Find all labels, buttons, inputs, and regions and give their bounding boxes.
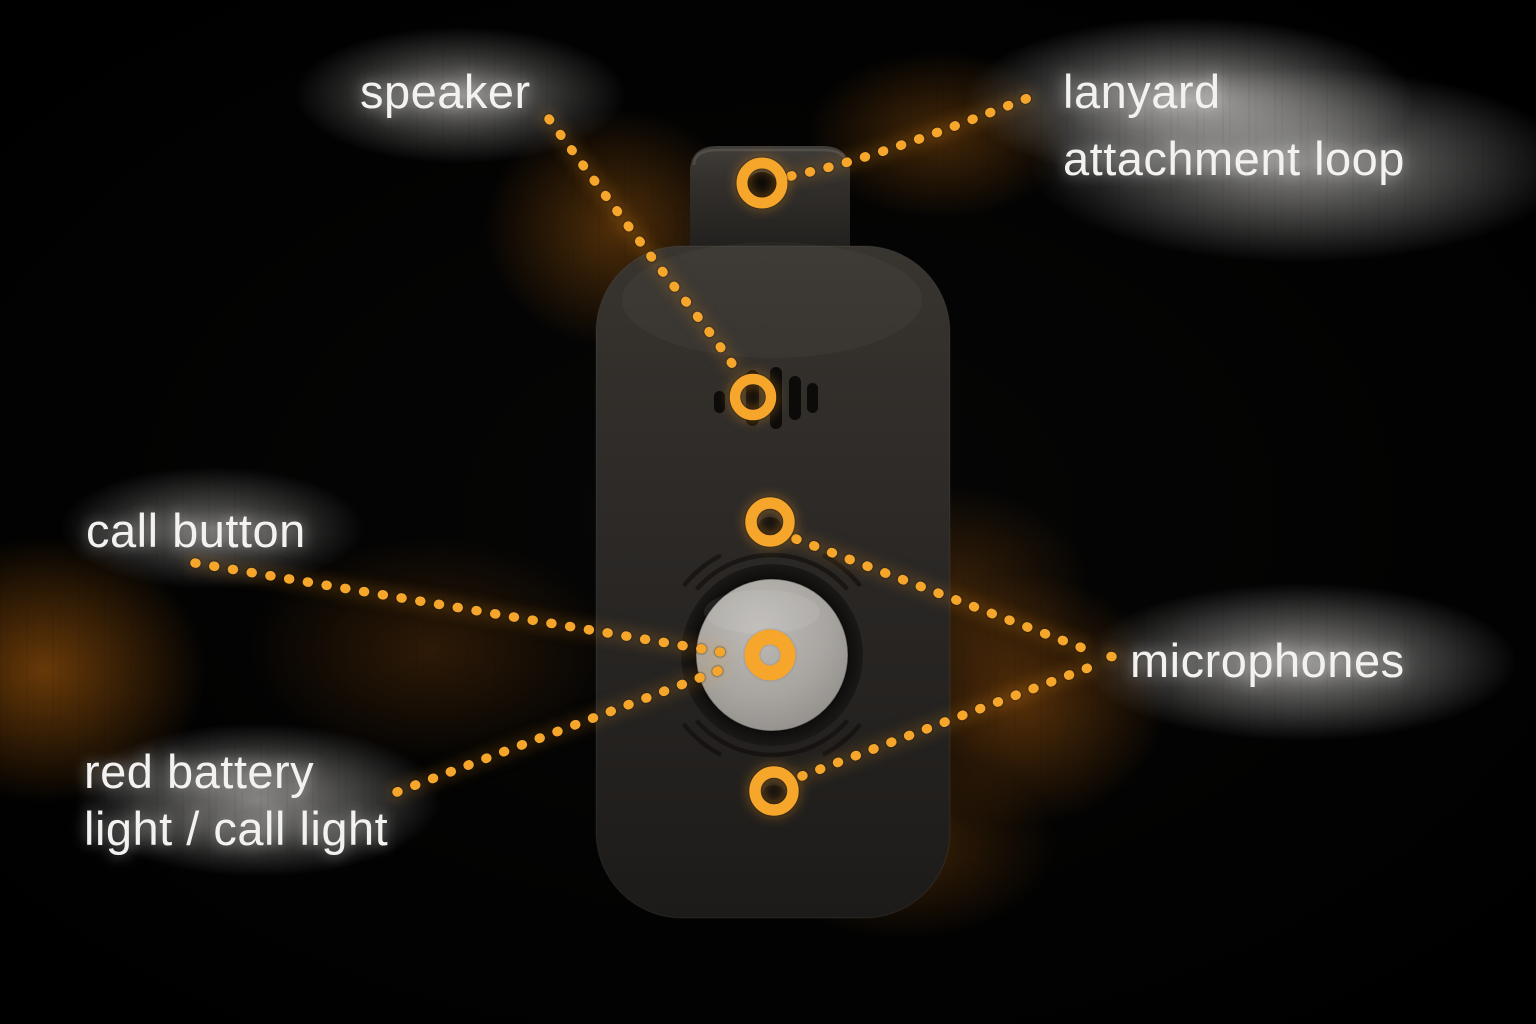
- callout-line-call-button: [190, 558, 737, 659]
- lanyard-hole: [747, 172, 777, 200]
- call-button-highlight: [704, 590, 820, 634]
- callout-line-speaker: [544, 114, 742, 376]
- microphone-bottom-hole: [762, 785, 786, 805]
- button-groove-arc: [682, 723, 722, 757]
- button-groove-arc: [695, 719, 849, 758]
- button-groove-arc: [822, 553, 862, 587]
- callout-line-microphone-bottom: [797, 661, 1098, 781]
- speaker-slot: [789, 376, 801, 420]
- button-groove-arc: [822, 723, 862, 757]
- button-groove-arc: [695, 552, 849, 591]
- callout-line-microphones-tail: [1106, 651, 1119, 662]
- button-groove-arc: [682, 553, 722, 587]
- microphone-top-marker-ring: [745, 497, 795, 547]
- speaker-marker-ring: [729, 373, 777, 421]
- device-body-sheen: [622, 242, 922, 358]
- call-light-ring: [744, 629, 796, 681]
- device-lanyard-tab-highlight: [692, 148, 848, 166]
- callout-line-lanyard: [786, 88, 1046, 181]
- microphone-top-hole: [758, 517, 782, 537]
- callout-line-battery-light: [392, 661, 736, 797]
- call-button: [695, 578, 849, 732]
- lanyard-loop-marker-ring: [736, 157, 788, 209]
- microphone-bottom-marker-ring: [749, 766, 799, 816]
- callout-line-microphone-top: [791, 534, 1098, 657]
- speaker-slot: [807, 383, 818, 413]
- speaker-slot: [714, 391, 725, 413]
